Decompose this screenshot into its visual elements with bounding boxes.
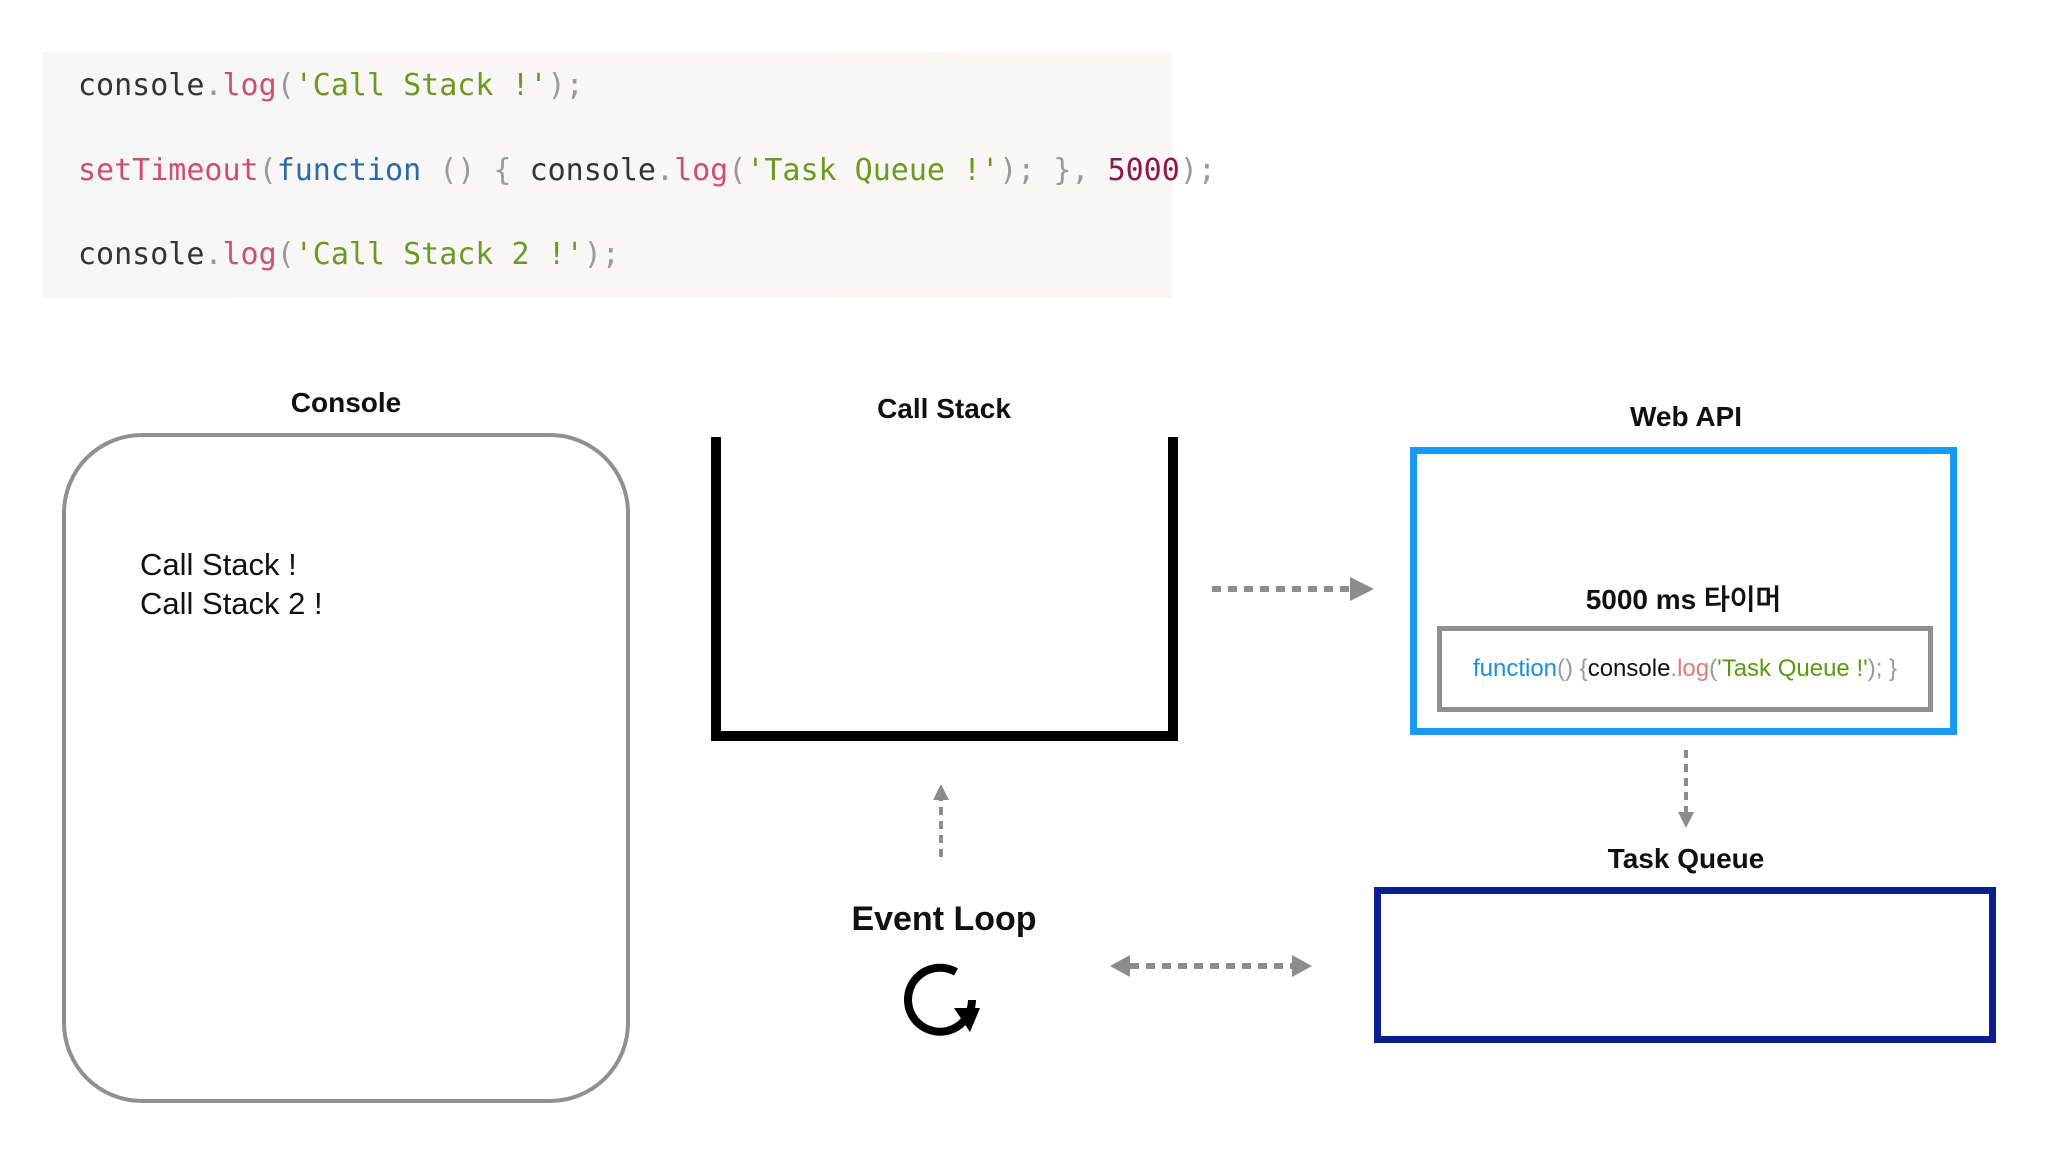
code-token: log xyxy=(222,68,277,103)
code-token: console xyxy=(78,68,205,103)
call-stack-box xyxy=(711,437,1178,741)
code-block: console.log('Call Stack !'); setTimeout(… xyxy=(42,52,1216,298)
code-token: 'Call Stack !' xyxy=(294,68,548,103)
code-token: log xyxy=(1677,655,1710,682)
code-token: ( xyxy=(276,68,295,103)
callback-code: function() { console.log('Task Queue !')… xyxy=(1442,631,1928,707)
web-api-box: 5000 ms 타이머 function() { console.log('Ta… xyxy=(1410,447,1957,735)
code-token: ( xyxy=(276,237,295,272)
console-output-line: Call Stack ! xyxy=(140,547,297,582)
code-token: ); } xyxy=(1867,655,1898,682)
code-token: 'Task Queue !' xyxy=(746,153,1000,188)
code-line-2: setTimeout(function () { console.log('Ta… xyxy=(78,153,1216,189)
timer-label: 5000 ms 타이머 xyxy=(1585,584,1782,615)
task-queue-box xyxy=(1374,887,1996,1043)
loop-icon xyxy=(904,963,980,1036)
code-token: () { xyxy=(421,153,530,188)
code-line-1: console.log('Call Stack !'); xyxy=(78,68,584,104)
web-api-title: Web API xyxy=(1629,401,1742,432)
code-token: 'Call Stack 2 !' xyxy=(294,237,584,272)
code-token: ); xyxy=(547,68,584,103)
arrow-call-stack-to-web-api xyxy=(1212,577,1374,601)
console-title: Console xyxy=(290,387,402,418)
code-token: console xyxy=(1587,655,1671,682)
console-output-line: Call Stack 2 ! xyxy=(140,586,323,621)
code-token: ); }, xyxy=(999,153,1108,188)
event-loop-title: Event Loop xyxy=(851,900,1037,938)
code-token: ); xyxy=(583,237,620,272)
code-token: function xyxy=(1472,655,1558,682)
code-line-3: console.log('Call Stack 2 !'); xyxy=(78,237,620,273)
code-token: () { xyxy=(1557,655,1588,682)
code-token: 5000 xyxy=(1107,153,1180,188)
code-token: log xyxy=(222,237,277,272)
task-queue-title: Task Queue xyxy=(1607,843,1765,874)
code-token: console xyxy=(78,237,205,272)
code-token: ( xyxy=(1709,655,1718,682)
code-token: log xyxy=(674,153,729,188)
code-token: function xyxy=(276,153,422,188)
arrow-event-loop-task-queue xyxy=(1110,955,1312,977)
code-token: setTimeout xyxy=(78,153,259,188)
code-token: . xyxy=(1670,655,1678,682)
arrow-event-loop-to-call-stack xyxy=(933,784,949,857)
code-token: ); xyxy=(1179,153,1216,188)
callback-box: function() { console.log('Task Queue !')… xyxy=(1437,626,1933,712)
code-token: 'Task Queue !' xyxy=(1717,655,1868,682)
code-token: . xyxy=(204,68,223,103)
console-box: Call Stack ! Call Stack 2 ! xyxy=(62,433,630,1103)
code-token: ( xyxy=(728,153,747,188)
code-token: ( xyxy=(258,153,277,188)
code-token: . xyxy=(204,237,223,272)
code-token: . xyxy=(656,153,675,188)
call-stack-title: Call Stack xyxy=(877,393,1011,424)
arrow-web-api-to-task-queue xyxy=(1678,750,1694,828)
code-token: console xyxy=(529,153,656,188)
